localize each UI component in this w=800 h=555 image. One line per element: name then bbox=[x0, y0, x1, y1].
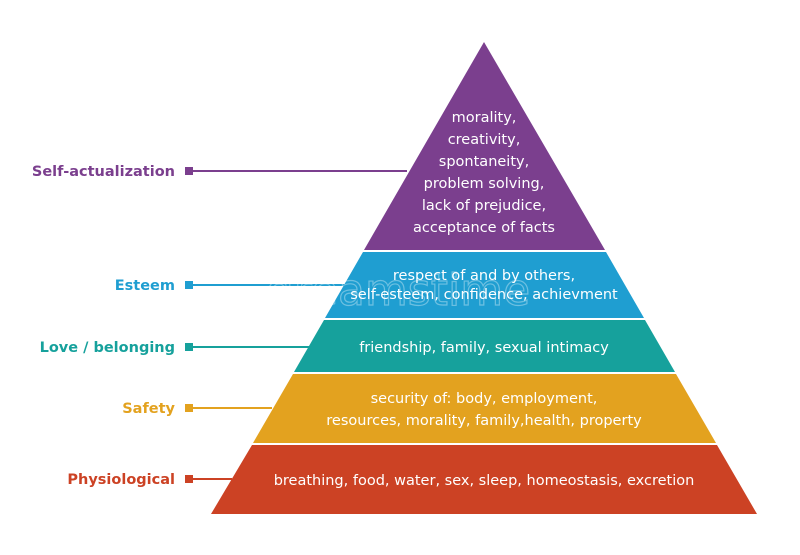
tier-text-line: acceptance of facts bbox=[413, 220, 555, 236]
tier-text-line: breathing, food, water, sex, sleep, home… bbox=[274, 473, 695, 489]
marker-esteem bbox=[185, 281, 193, 289]
tier-safety bbox=[253, 374, 716, 443]
tier-text-line: problem solving, bbox=[424, 176, 545, 192]
tier-text-line: friendship, family, sexual intimacy bbox=[359, 340, 609, 356]
tier-love-belonging bbox=[294, 320, 675, 372]
tier-text-line: spontaneity, bbox=[439, 154, 529, 170]
tier-text-line: lack of prejudice, bbox=[422, 198, 546, 214]
tier-text-line: security of: body, employment, bbox=[371, 391, 598, 407]
marker-physiological bbox=[185, 475, 193, 483]
watermark: dreamstime bbox=[266, 265, 530, 316]
label-love-belonging: Love / belonging bbox=[40, 340, 175, 356]
tier-text-line: morality, bbox=[452, 110, 517, 126]
label-esteem: Esteem bbox=[115, 278, 175, 294]
label-self-actualization: Self-actualization bbox=[32, 164, 175, 180]
tier-text-line: self-esteem, confidence, achievment bbox=[350, 287, 618, 303]
marker-safety bbox=[185, 404, 193, 412]
tier-self-actualization bbox=[364, 42, 605, 250]
marker-self-actualization bbox=[185, 167, 193, 175]
marker-love-belonging bbox=[185, 343, 193, 351]
label-physiological: Physiological bbox=[67, 472, 175, 488]
tier-esteem bbox=[325, 252, 644, 318]
tier-text-line: respect of and by others, bbox=[393, 268, 575, 284]
tier-text-line: resources, morality, family,health, prop… bbox=[326, 413, 642, 429]
tier-physiological bbox=[211, 445, 757, 514]
tier-text-line: creativity, bbox=[448, 132, 521, 148]
label-safety: Safety bbox=[122, 401, 175, 417]
